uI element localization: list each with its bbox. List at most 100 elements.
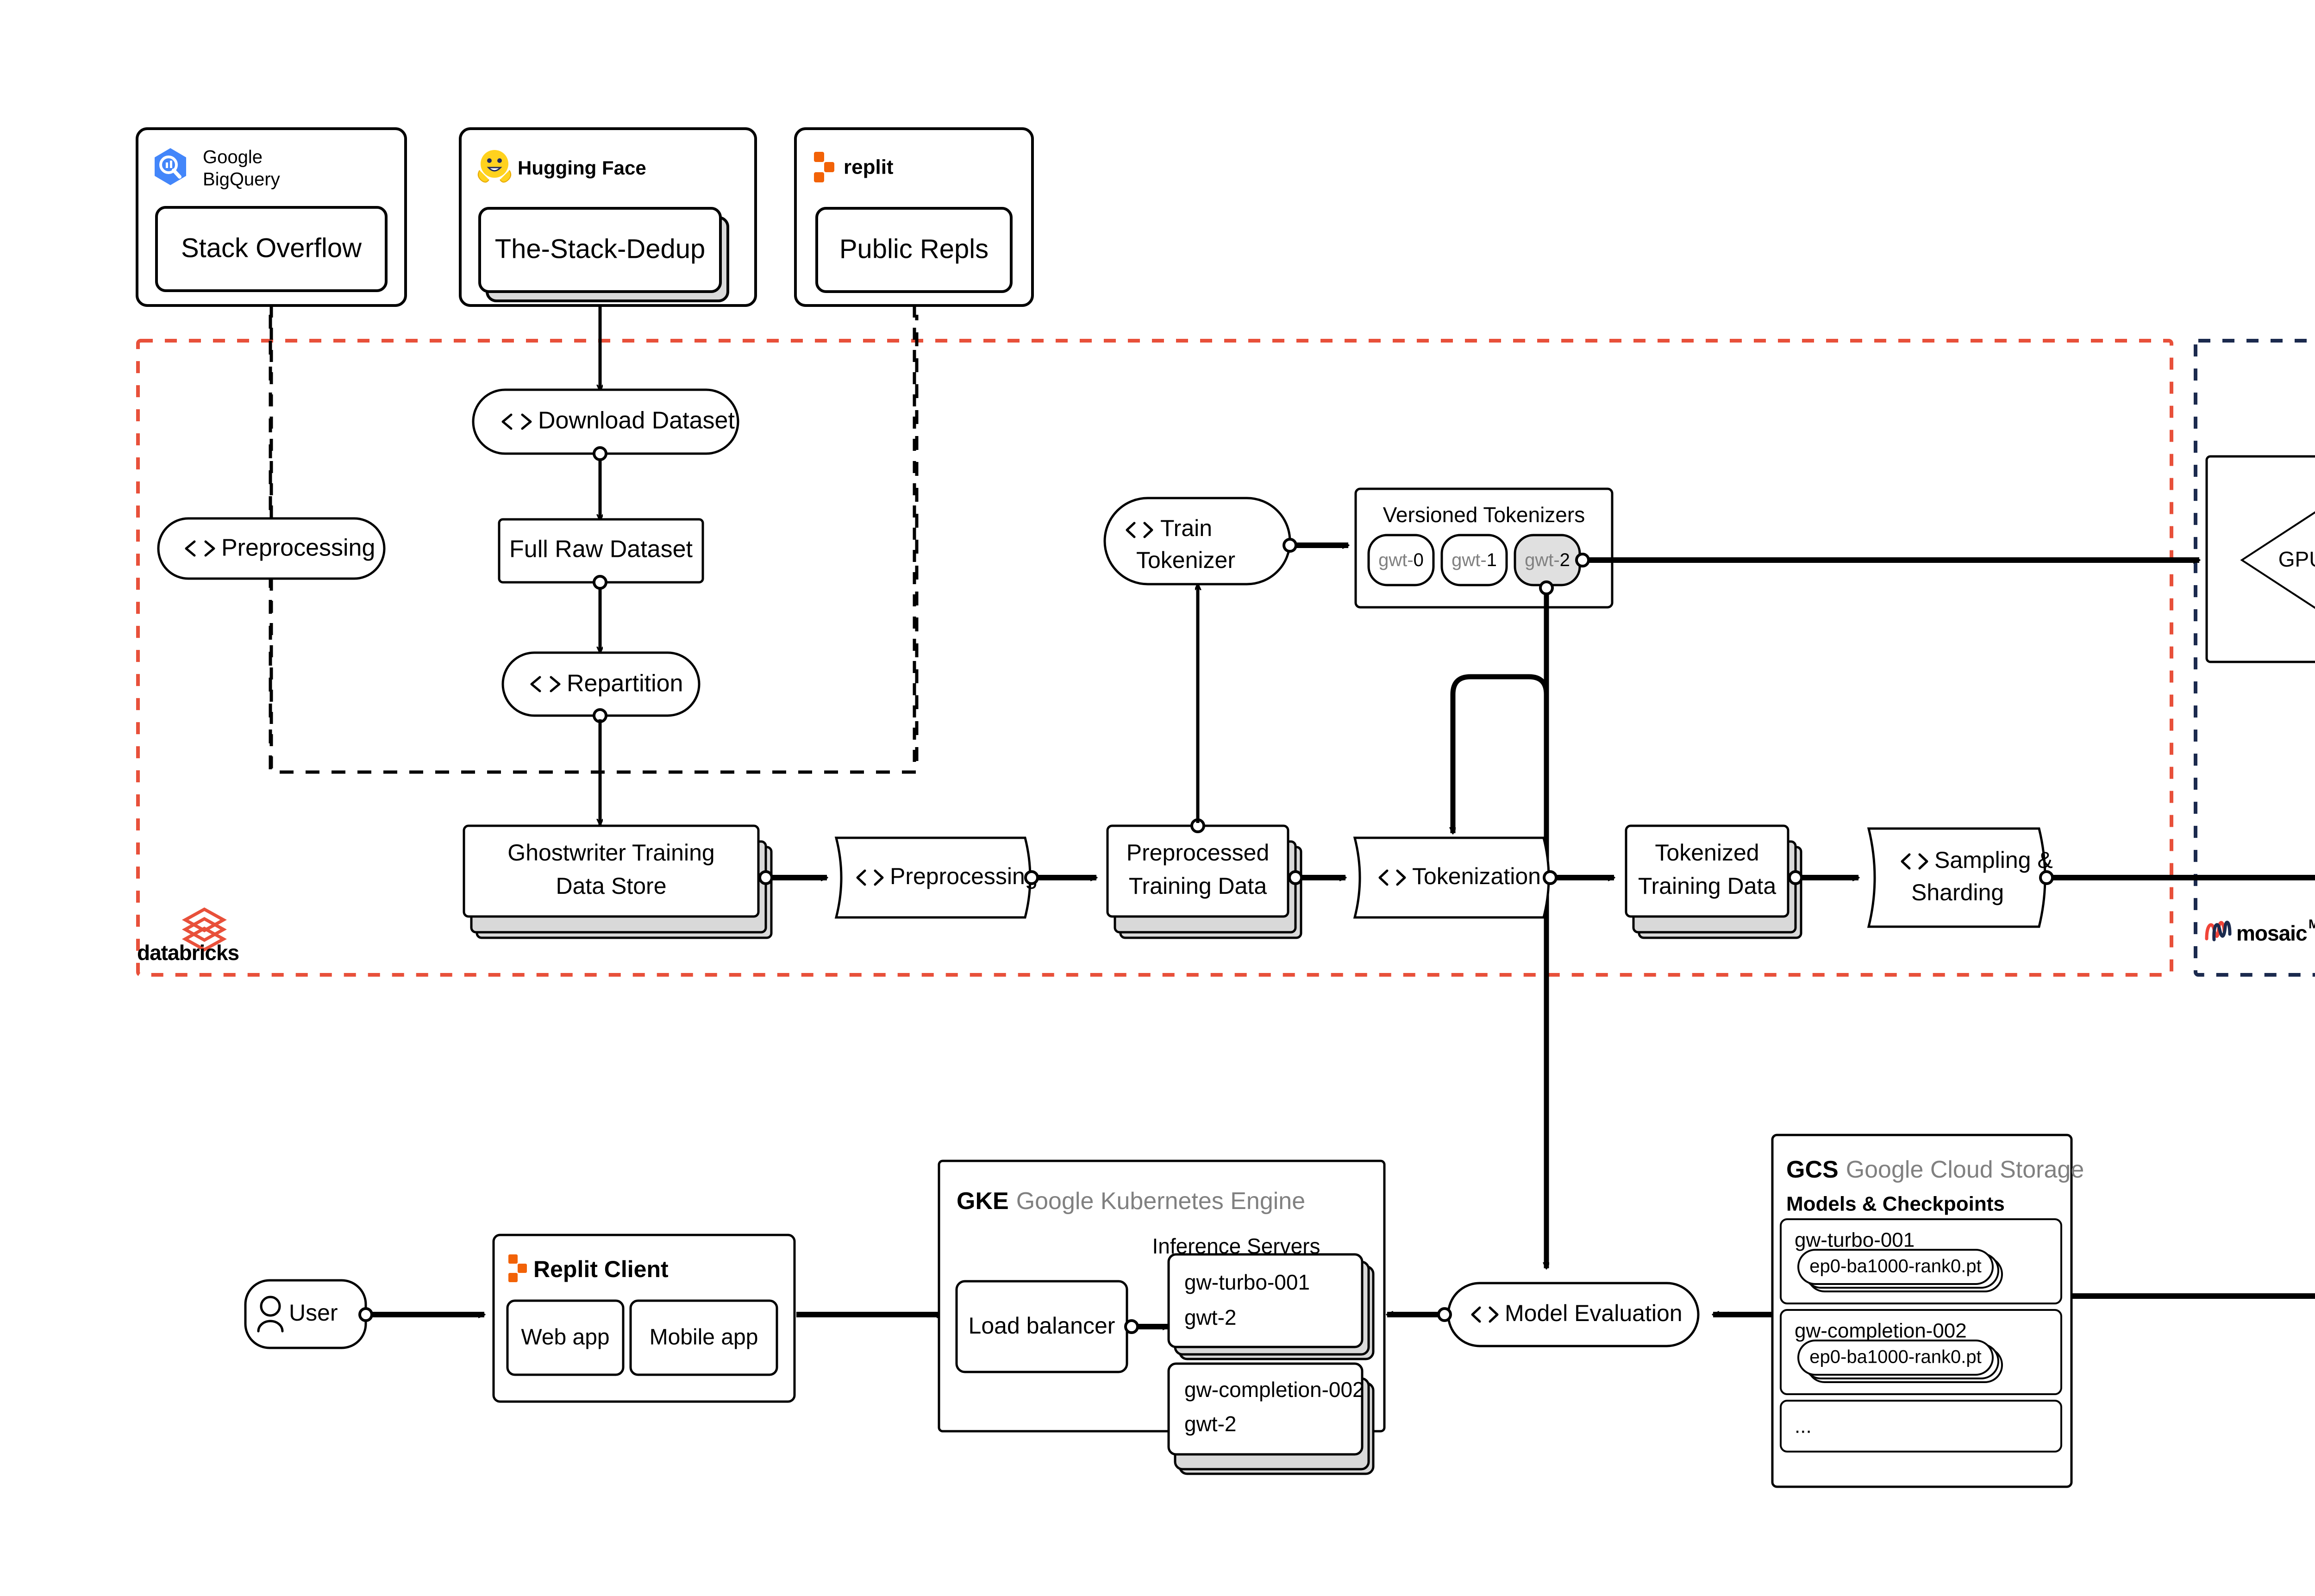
node-label-line1: Ghostwriter Training (507, 840, 714, 866)
node-user[interactable]: User (244, 1279, 367, 1349)
gpu-node-1[interactable]: GPU Node (2240, 503, 2315, 617)
node-preprocessing-stackoverflow[interactable]: Preprocessing (157, 517, 386, 580)
gcs-abbr: GCS (1786, 1156, 1839, 1183)
bigquery-icon (155, 148, 186, 185)
gcs-name: Google Cloud Storage (1846, 1156, 2084, 1183)
node-label-line2: Training Data (1129, 873, 1267, 899)
replit-provider: replit (844, 156, 894, 179)
dataset-label-stack-dedup: The-Stack-Dedup (495, 234, 706, 264)
node-label: Tokenization (1412, 863, 1541, 889)
chip-prefix: gwt- (1452, 550, 1487, 570)
port-dot (1543, 870, 1558, 885)
gke-abbr: GKE (957, 1188, 1009, 1215)
node-label-line1: Train (1160, 515, 1212, 541)
node-model-evaluation[interactable]: Model Evaluation (1447, 1282, 1700, 1347)
code-icon (1126, 522, 1153, 538)
user-icon (257, 1296, 284, 1333)
mosaicml-label-sup: ML (2309, 916, 2315, 931)
svg-text:gwt-2: gwt-2 (1525, 550, 1570, 570)
bigquery-provider-line1: Google (203, 147, 263, 168)
node-label-line2: Sharding (1911, 879, 2004, 905)
bigquery-provider-line2: BigQuery (203, 169, 280, 190)
code-icon (1901, 853, 1928, 870)
dataset-box-public-repls[interactable] (815, 207, 1013, 293)
node-ghostwriter-training-data-store[interactable]: Ghostwriter Training Data Store (463, 824, 773, 939)
tokenizer-chip-gwt-0[interactable]: gwt-0 (1367, 534, 1435, 586)
group-versioned-tokenizers: Versioned Tokenizers gwt-0 gwt-1 gwt-2 (1354, 487, 1614, 609)
dataset-box-stack-dedup[interactable] (478, 207, 722, 293)
edge-gwt2-to-tokenization (1453, 593, 1549, 833)
node-preprocessing[interactable]: Preprocessing (834, 836, 1038, 919)
code-icon (501, 413, 532, 430)
node-sampling-sharding[interactable]: Sampling & Sharding (1867, 827, 2053, 928)
node-label: Preprocessing (221, 535, 375, 561)
node-preprocessed-training-data[interactable]: Preprocessed Training Data (1106, 824, 1302, 939)
port-dot (593, 446, 607, 461)
source-card-huggingface[interactable]: Hugging Face The-Stack-Dedup (459, 127, 757, 307)
node-tokenization[interactable]: Tokenization (1353, 836, 1550, 919)
app-label: Mobile app (650, 1325, 758, 1350)
mosaicml-logo-icon (2205, 921, 2232, 941)
gcs-model-gw-completion-002[interactable]: gw-completion-002 ep0-ba1000-rank0.pt (1780, 1309, 2062, 1395)
hugging-face-icon (477, 150, 512, 183)
group-replit-client: Replit Client Web app Mobile app (492, 1234, 796, 1403)
gke-name: Google Kubernetes Engine (1016, 1188, 1305, 1215)
chip-version: 0 (1414, 550, 1424, 570)
load-balancer-label: Load balancer (969, 1313, 1115, 1339)
dataset-label-stack-overflow: Stack Overflow (181, 233, 362, 263)
port-dot (1539, 580, 1554, 595)
node-repartition[interactable]: Repartition (501, 651, 701, 717)
gcs-model-gw-turbo-001[interactable]: gw-turbo-001 ep0-ba1000-rank0.pt (1780, 1218, 2062, 1304)
gpu-node-label: GPU Node (2278, 547, 2315, 571)
svg-text:gwt-0: gwt-0 (1378, 550, 1424, 570)
gcs-model-ellipsis[interactable]: ... (1780, 1400, 2062, 1453)
port-dot (2039, 870, 2054, 885)
databricks-logo-icon (181, 907, 227, 952)
node-download-dataset[interactable]: Download Dataset (472, 388, 739, 455)
node-label: Repartition (567, 670, 683, 697)
node-label: Download Dataset (538, 407, 735, 434)
mosaicml-zone: mosaic ML (2194, 339, 2315, 977)
chip-prefix: gwt- (1378, 550, 1414, 570)
node-label-line2: Training Data (1638, 873, 1776, 899)
node-label-line2: Tokenizer (1136, 547, 1235, 573)
port-dot (1024, 870, 1039, 885)
node-full-raw-dataset[interactable]: Full Raw Dataset (498, 518, 704, 584)
gcs-section-title: Models & Checkpoints (1786, 1193, 2005, 1216)
app-chip-mobile[interactable]: Mobile app (629, 1299, 778, 1376)
model-name: gw-completion-002 (1795, 1320, 1967, 1342)
node-train-tokenizer[interactable]: Train Tokenizer (1103, 497, 1291, 586)
source-card-replit[interactable]: replit Public Repls (794, 127, 1034, 307)
inference-server-gw-turbo-001[interactable]: gw-turbo-001 gwt-2 (1167, 1253, 1375, 1360)
dataset-label-public-repls: Public Repls (839, 234, 989, 264)
port-dot (358, 1307, 373, 1322)
model-name: gw-turbo-001 (1795, 1229, 1915, 1252)
server-name: gw-turbo-001 (1184, 1270, 1310, 1294)
checkpoint-name: ep0-ba1000-rank0.pt (1809, 1347, 1981, 1367)
port-dot (1283, 538, 1297, 553)
node-tokenized-training-data[interactable]: Tokenized Training Data (1625, 824, 1802, 939)
port-dot (1288, 870, 1303, 885)
checkpoint-name: ep0-ba1000-rank0.pt (1809, 1256, 1981, 1277)
tokenizer-chip-gwt-1[interactable]: gwt-1 (1440, 534, 1508, 586)
node-label-line1: Sampling & (1934, 847, 2053, 873)
app-chip-web[interactable]: Web app (506, 1299, 625, 1376)
inference-server-gw-completion-002[interactable]: gw-completion-002 gwt-2 (1167, 1362, 1375, 1475)
code-icon (1378, 869, 1406, 886)
replit-client-title: Replit Client (533, 1256, 669, 1282)
node-load-balancer[interactable]: Load balancer (955, 1280, 1128, 1373)
mosaicml-label: mosaic (2236, 921, 2307, 945)
chip-version: 1 (1487, 550, 1497, 570)
databricks-label: databricks (137, 941, 239, 965)
port-dot (1124, 1319, 1139, 1334)
dataset-box-stack-overflow[interactable] (155, 206, 388, 292)
port-dot (758, 870, 773, 885)
tokenizer-chip-gwt-2[interactable]: gwt-2 (1514, 534, 1581, 586)
code-icon (856, 869, 884, 886)
chip-prefix: gwt- (1525, 550, 1560, 570)
source-card-bigquery[interactable]: Google BigQuery Stack Overflow (136, 127, 407, 307)
node-label-line1: Tokenized (1655, 840, 1759, 866)
server-tokenizer: gwt-2 (1184, 1412, 1236, 1436)
